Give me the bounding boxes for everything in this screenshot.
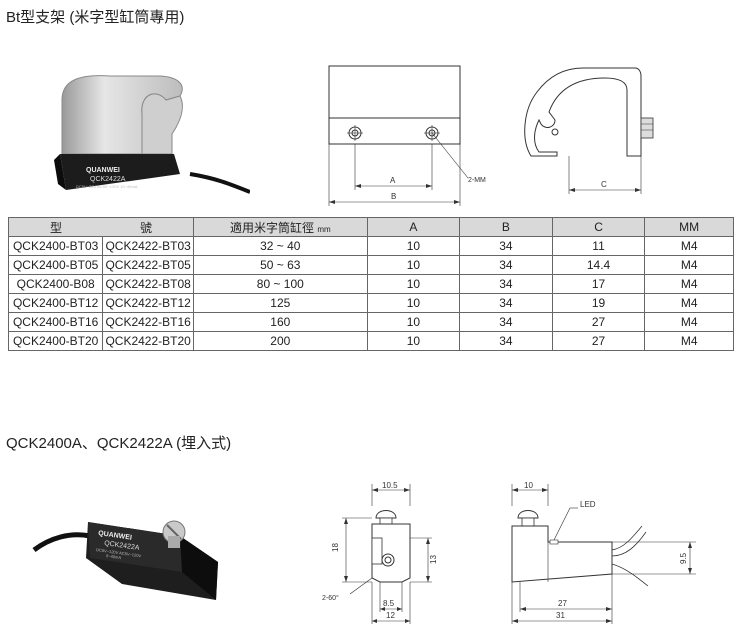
cell-c: 27: [551, 331, 646, 351]
cell-mm: M4: [644, 331, 734, 351]
qa-photo-brand: QUANWEI: [98, 530, 133, 542]
dim-qa-right: 13: [429, 555, 438, 564]
callout-2mm: 2-MM: [468, 177, 486, 184]
qa-sensor-photo: QUANWEI QCK2422A DC5V~120V AC5V~120V 5~4…: [32, 520, 218, 600]
cell-a: 10: [366, 312, 461, 332]
cell-a: 10: [366, 274, 461, 294]
qa-photo-spec: DC5V~120V AC5V~120V: [96, 547, 142, 558]
cell-mm: M4: [644, 293, 734, 313]
cell-model-2400: QCK2400-B08: [7, 274, 104, 294]
cell-mm: M4: [644, 255, 734, 275]
cell-model-2400: QCK2400-BT20: [7, 331, 104, 351]
header-mm: MM: [644, 217, 734, 237]
cell-bore: 80 ~ 100: [193, 274, 368, 294]
table-header-row: 型號 適用米字筒缸徑 mm A B C MM: [8, 217, 734, 237]
dim-qa-bottom1: 8.5: [383, 599, 395, 608]
cell-a: 10: [366, 331, 461, 351]
bt-bracket-photo: QUANWEI QCK2422A DC5V~28V AC5V~120V 10~4…: [54, 75, 250, 194]
cell-mm: M4: [644, 236, 734, 256]
cell-model-2422: QCK2422-BT03: [102, 236, 194, 256]
cell-bore: 50 ~ 63: [193, 255, 368, 275]
dim-qa-side-bottom1: 27: [558, 599, 567, 608]
cell-bore: 125: [193, 293, 368, 313]
cell-model-2400: QCK2400-BT03: [7, 236, 104, 256]
cell-model-2422: QCK2422-BT16: [102, 312, 194, 332]
dim-qa-bottom2: 12: [386, 611, 395, 620]
cell-a: 10: [366, 293, 461, 313]
cell-b: 34: [459, 312, 553, 332]
dim-qa-side-bottom2: 31: [556, 611, 565, 620]
header-bore: 適用米字筒缸徑 mm: [193, 217, 368, 237]
cell-b: 34: [459, 255, 553, 275]
cell-model-2400: QCK2400-BT05: [7, 255, 104, 275]
cell-mm: M4: [644, 312, 734, 332]
qa-front-view-diagram: 10.5 18 13 2-60° 8.5 12: [322, 481, 438, 624]
section-title-qa: QCK2400A、QCK2422A (埋入式): [6, 435, 232, 452]
cell-c: 14.4: [551, 255, 646, 275]
cell-model-2422: QCK2422-BT05: [102, 255, 194, 275]
cell-c: 27: [551, 312, 646, 332]
header-model: 型號: [8, 217, 194, 237]
dim-qa-left: 18: [331, 543, 340, 552]
cell-b: 34: [459, 236, 553, 256]
dim-a: A: [390, 176, 396, 185]
cell-model-2400: QCK2400-BT16: [7, 312, 104, 332]
cell-b: 34: [459, 293, 553, 313]
qa-photo-model: QCK2422A: [104, 540, 140, 552]
header-c: C: [551, 217, 646, 237]
cell-model-2422: QCK2422-BT08: [102, 274, 194, 294]
bt-side-view-diagram: C: [524, 67, 654, 194]
led-label: LED: [580, 500, 596, 509]
cell-a: 10: [366, 255, 461, 275]
bt-photo-model: QCK2422A: [90, 176, 126, 183]
cell-c: 17: [551, 274, 646, 294]
cell-mm: M4: [644, 274, 734, 294]
dim-b: B: [391, 192, 396, 201]
cell-bore: 200: [193, 331, 368, 351]
header-a: A: [366, 217, 461, 237]
bt-photo-brand: QUANWEI: [86, 167, 120, 174]
header-b: B: [459, 217, 553, 237]
cell-model-2422: QCK2422-BT20: [102, 331, 194, 351]
bt-front-view-diagram: A B 2-MM: [328, 65, 486, 206]
cell-c: 11: [551, 236, 646, 256]
cell-b: 34: [459, 331, 553, 351]
section-title-bt: Bt型支架 (米字型缸筒專用): [6, 9, 185, 26]
cell-b: 34: [459, 274, 553, 294]
dim-qa-side-right: 9.5: [679, 552, 688, 564]
bt-photo-spec: DC5V~28V AC5V~120V 10~40mA: [76, 184, 138, 189]
cell-bore: 32 ~ 40: [193, 236, 368, 256]
dim-qa-top: 10.5: [382, 481, 398, 490]
cell-model-2422: QCK2422-BT12: [102, 293, 194, 313]
qa-photo-spec2: 5~40mA: [106, 553, 122, 560]
cell-model-2400: QCK2400-BT12: [7, 293, 104, 313]
dim-qa-side-top: 10: [524, 481, 533, 490]
qa-side-view-diagram: 10 LED 9.5 27 31: [511, 481, 696, 624]
cell-a: 10: [366, 236, 461, 256]
dim-qa-angle: 2-60°: [322, 594, 339, 602]
cell-bore: 160: [193, 312, 368, 332]
cell-c: 19: [551, 293, 646, 313]
dim-c: C: [601, 180, 607, 189]
